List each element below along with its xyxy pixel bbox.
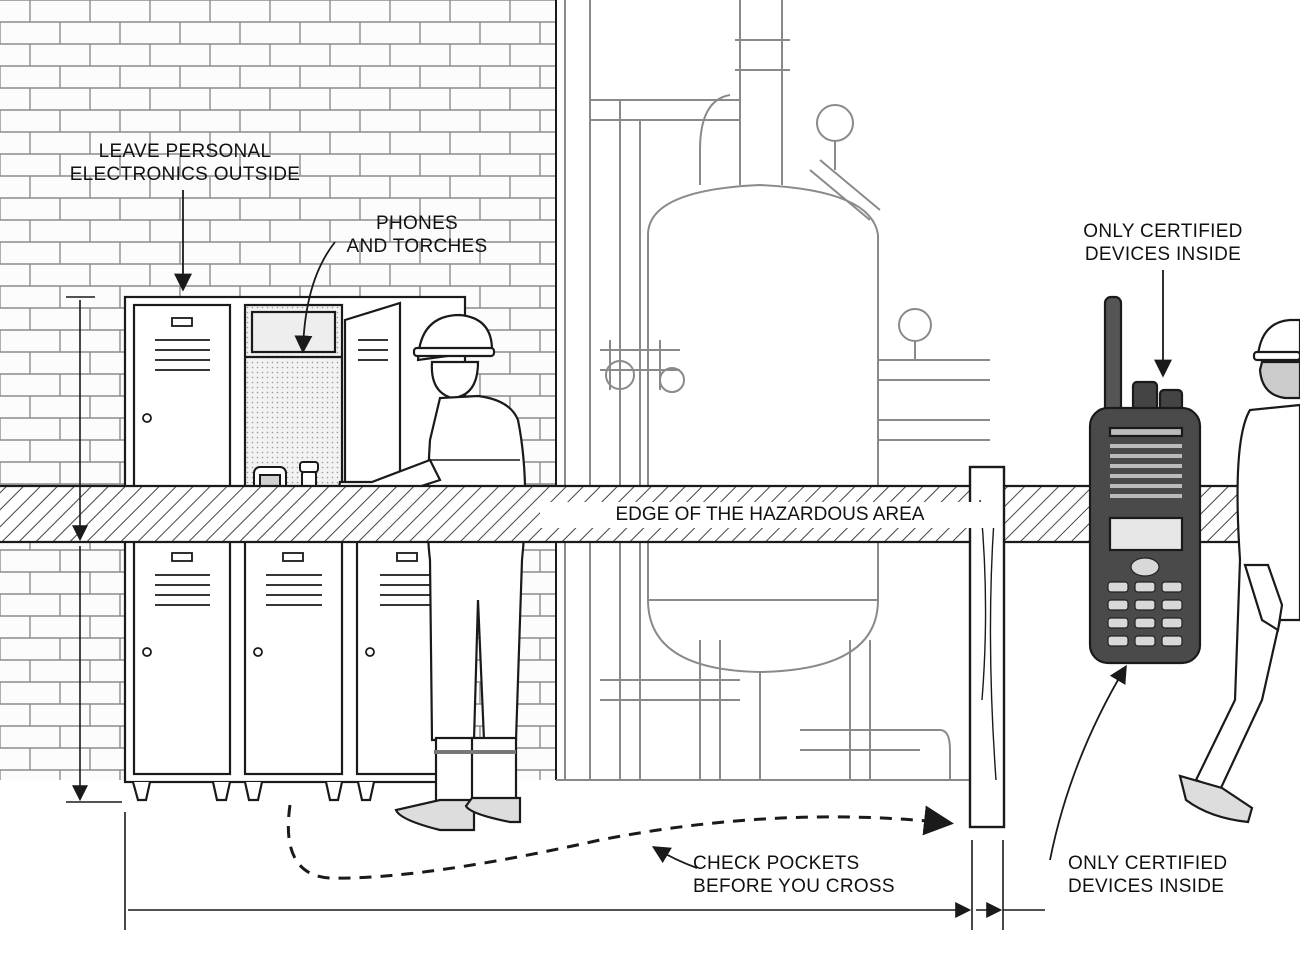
lockers — [123, 295, 467, 802]
worker-walking — [1178, 318, 1300, 824]
dimension-lines — [66, 296, 1045, 930]
label-line-2: AND TORCHES — [346, 236, 488, 257]
label-line-2: DEVICES INSIDE — [1084, 244, 1242, 265]
only-certified-top-label: ONLY CERTIFIED DEVICES INSIDE — [1063, 220, 1263, 266]
callout-arrows — [174, 190, 1172, 869]
label-line-2: ELECTRONICS OUTSIDE — [69, 164, 301, 185]
walking-path — [286, 804, 954, 880]
leave-personal-electronics-label: LEAVE PERSONAL ELECTRONICS OUTSIDE — [50, 140, 320, 186]
certified-radio — [1088, 295, 1202, 665]
phones-and-torches-label: PHONES AND TORCHES — [322, 212, 512, 258]
label-line-1: PHONES — [375, 213, 459, 234]
only-certified-bottom-label: ONLY CERTIFIED DEVICES INSIDE — [1068, 852, 1268, 898]
process-vessel — [556, 0, 990, 781]
label-line-2: DEVICES INSIDE — [1068, 876, 1225, 897]
worker-at-locker — [336, 313, 527, 832]
label-line-1: ONLY CERTIFIED — [1068, 853, 1228, 874]
hazardous-area-edge-label: EDGE OF THE HAZARDOUS AREA — [540, 502, 1000, 528]
label-line-1: ONLY CERTIFIED — [1083, 221, 1243, 242]
label-line-1: LEAVE PERSONAL — [98, 141, 272, 162]
label-line-1: CHECK POCKETS — [693, 853, 860, 874]
check-pockets-label: CHECK POCKETS BEFORE YOU CROSS — [693, 852, 933, 898]
label-line-2: BEFORE YOU CROSS — [693, 876, 895, 897]
